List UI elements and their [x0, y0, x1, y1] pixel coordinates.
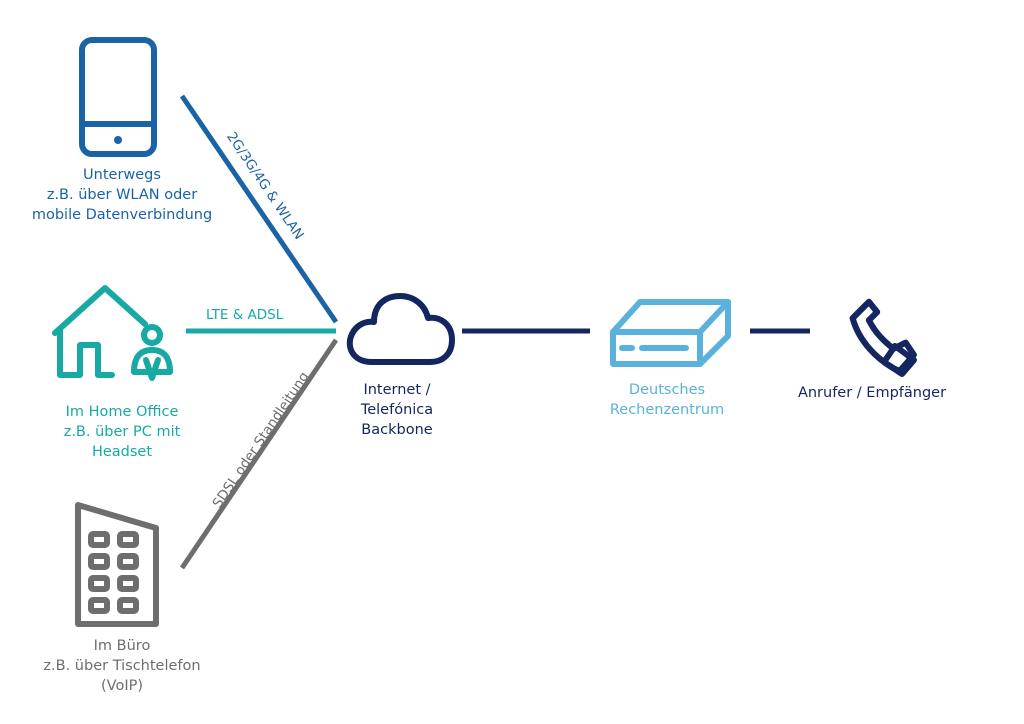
- mobile-connection-line: [179, 94, 339, 324]
- mobile-label: Unterwegs z.B. über WLAN oder mobile Dat…: [12, 165, 232, 225]
- datacenter-label-line: Rechenzentrum: [609, 402, 725, 418]
- server-icon: [610, 299, 731, 367]
- office-label-line: (VoIP): [101, 678, 143, 694]
- home-label: Im Home Office z.B. über PC mit Headset: [32, 402, 212, 462]
- phone-handset-icon: [849, 298, 917, 377]
- home-label-line: z.B. über PC mit: [63, 424, 181, 440]
- cloud-label: Internet / Telefónica Backbone: [342, 380, 452, 440]
- home-label-line: Im Home Office: [65, 404, 179, 420]
- office-connection-line: [179, 338, 339, 570]
- mobile-label-line: mobile Datenverbindung: [31, 207, 213, 223]
- mobile-label-line: Unterwegs: [83, 167, 161, 183]
- mobile-label-line: z.B. über WLAN oder: [46, 187, 198, 203]
- phone-label: Anrufer / Empfänger: [782, 383, 962, 403]
- datacenter-label-line: Deutsches: [628, 382, 706, 398]
- office-label-line: z.B. über Tischtelefon: [43, 658, 201, 674]
- datacenter-label: Deutsches Rechenzentrum: [592, 380, 742, 420]
- office-building-icon: [75, 502, 159, 627]
- smartphone-icon: [79, 37, 157, 157]
- cloud-label-line: Telefónica: [360, 402, 434, 418]
- house-person-icon: [52, 285, 173, 381]
- home-connection-label: LTE & ADSL: [206, 307, 284, 323]
- office-label-line: Im Büro: [93, 638, 151, 654]
- cloud-label-line: Internet /: [363, 382, 431, 398]
- office-label: Im Büro z.B. über Tischtelefon (VoIP): [22, 636, 222, 696]
- cloud-icon: [346, 293, 455, 365]
- cloud-label-line: Backbone: [361, 422, 433, 438]
- home-label-line: Headset: [91, 444, 153, 460]
- phone-label-line: Anrufer / Empfänger: [797, 385, 947, 401]
